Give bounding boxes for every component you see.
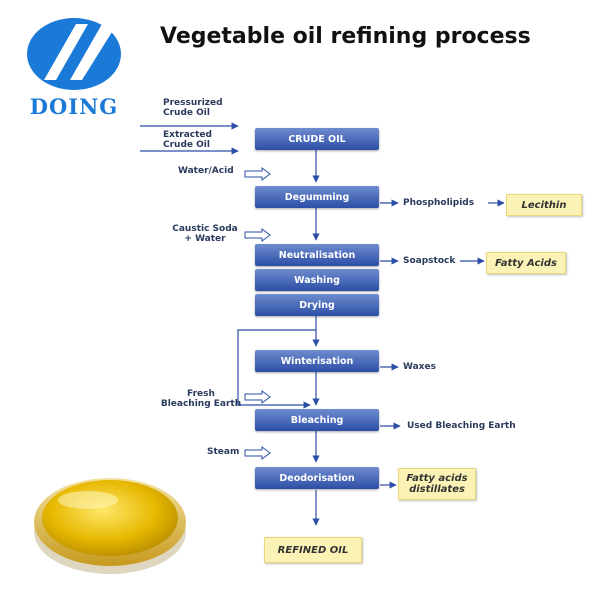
hollow-arrow-steam: [244, 446, 271, 460]
label-used-bleaching-earth: Used Bleaching Earth: [407, 421, 516, 431]
stage-winterisation: Winterisation: [255, 350, 379, 372]
label-soapstock: Soapstock: [403, 256, 456, 266]
product-fatty-acids: Fatty Acids: [486, 252, 566, 274]
stage-bleaching: Bleaching: [255, 409, 379, 431]
stage-crude-oil: CRUDE OIL: [255, 128, 379, 150]
hollow-arrow-caustic: [244, 228, 271, 242]
label-phospholipids: Phospholipids: [403, 198, 475, 208]
oil-dish-icon: [34, 478, 186, 574]
label-waxes: Waxes: [403, 362, 436, 372]
hollow-arrow-earth: [244, 390, 271, 404]
stage-drying: Drying: [255, 294, 379, 316]
page-title: Vegetable oil refining process: [160, 24, 531, 49]
brand-logo: DOING: [14, 14, 134, 124]
oil-dish-image: [30, 458, 190, 578]
label-water-acid: Water/Acid: [178, 166, 234, 176]
stage-deodorisation: Deodorisation: [255, 467, 379, 489]
stage-degumming: Degumming: [255, 186, 379, 208]
label-steam: Steam: [207, 447, 240, 457]
label-extracted-crude-oil: Extracted Crude Oil: [163, 130, 212, 150]
label-fresh-bleaching-earth: Fresh Bleaching Earth: [160, 389, 242, 409]
product-lecithin: Lecithin: [506, 194, 582, 216]
label-caustic-soda: Caustic Soda + Water: [172, 224, 238, 244]
product-refined-oil: REFINED OIL: [264, 537, 362, 563]
product-fatty-acids-distillates: Fatty acids distillates: [398, 468, 476, 500]
stage-neutralisation: Neutralisation: [255, 244, 379, 266]
hollow-arrow-water-acid: [244, 167, 271, 181]
label-pressurized-crude-oil: Pressurized Crude Oil: [163, 98, 223, 118]
logo-text: DOING: [29, 94, 119, 119]
doing-logo-icon: [27, 18, 121, 90]
stage-washing: Washing: [255, 269, 379, 291]
